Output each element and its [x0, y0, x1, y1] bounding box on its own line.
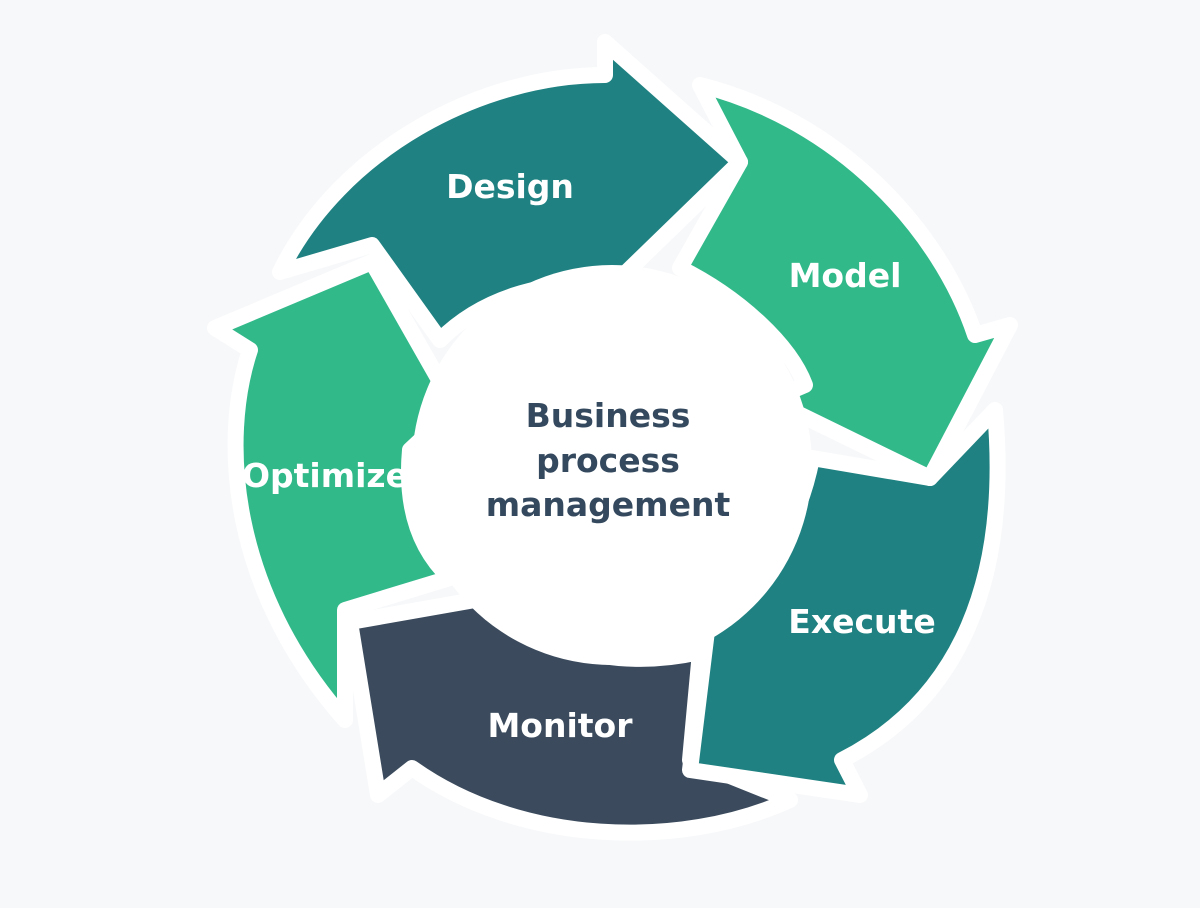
center-title: Business process management: [486, 396, 731, 524]
label-model: Model: [789, 256, 902, 295]
label-optimize: Optimize: [242, 456, 408, 495]
segment-labels: Design Model Execute Monitor Optimize: [242, 167, 936, 745]
segment-model: [672, 77, 1018, 486]
center-title-line-2: process: [536, 441, 680, 480]
center-hub: [412, 265, 812, 665]
center-title-line-1: Business: [526, 396, 691, 435]
label-monitor: Monitor: [487, 706, 633, 745]
label-execute: Execute: [788, 602, 935, 641]
label-design: Design: [446, 167, 574, 206]
segment-optimize: [207, 254, 463, 728]
center-title-line-3: management: [486, 485, 731, 524]
